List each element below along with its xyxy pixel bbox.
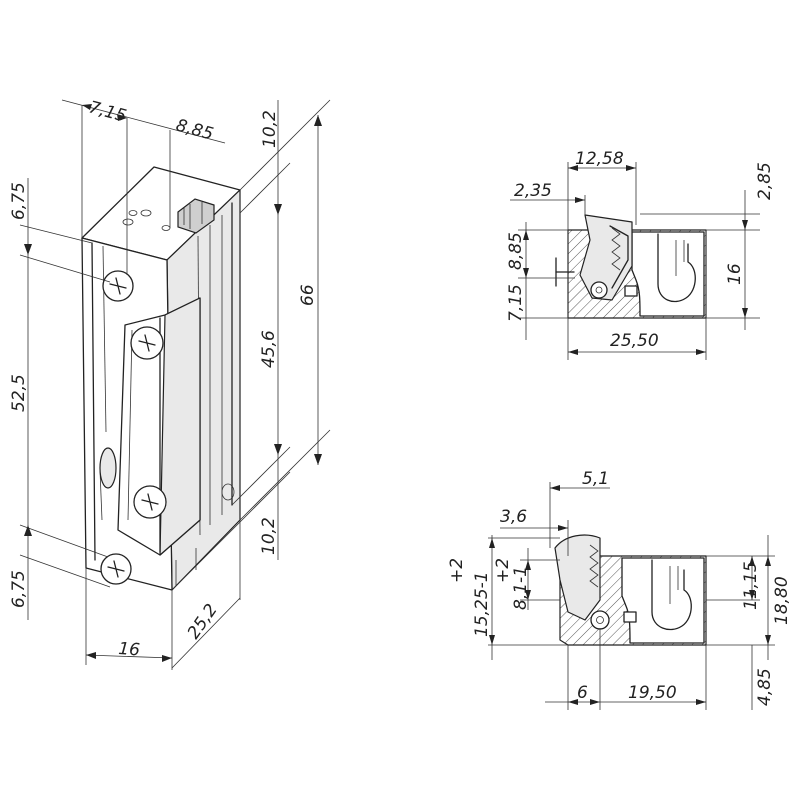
dim-25-50: 25,50	[610, 331, 659, 351]
main-view-dimensions	[19, 99, 331, 670]
dim-45-6: 45,6	[259, 330, 279, 368]
dim-2-85: 2,85	[755, 162, 775, 200]
screw-bottom-icon	[100, 553, 132, 585]
dim-8-85-section: 8,85	[506, 232, 526, 270]
dim-10-2-top: 10,2	[260, 110, 280, 148]
dim-11-15: 11,15	[741, 561, 761, 610]
dim-52-5: 52,5	[9, 374, 29, 412]
dim-16-width: 16	[118, 639, 141, 660]
dim-10-2-bottom: 10,2	[259, 517, 279, 555]
dim-8-1-tol: +2	[493, 558, 513, 583]
screw-latch-top-icon	[130, 326, 164, 360]
dim-4-85: 4,85	[755, 668, 775, 706]
dim-8-1: 8,1-1	[511, 566, 531, 610]
electric-strike-body	[81, 166, 241, 591]
dim-8-85: 8,85	[174, 116, 216, 145]
dim-25-2: 25,2	[184, 600, 222, 642]
dim-6: 6	[577, 683, 588, 703]
section-view-top	[510, 162, 760, 360]
screw-latch-bottom-icon	[133, 485, 167, 519]
section-view-bottom	[488, 482, 775, 710]
dim-6-75-top: 6,75	[9, 182, 29, 220]
dim-6-75-bottom: 6,75	[9, 570, 29, 608]
dim-7-15: 7,15	[87, 98, 129, 127]
dim-2-35: 2,35	[514, 181, 552, 201]
dim-16-section: 16	[725, 263, 745, 285]
dim-15-25: 15,25-1	[472, 571, 492, 637]
dim-18-80: 18,80	[772, 576, 792, 625]
screw-top-icon	[102, 270, 134, 302]
dim-3-6: 3,6	[500, 507, 527, 527]
dim-5-1: 5,1	[582, 469, 609, 489]
dim-19-50: 19,50	[628, 683, 677, 703]
dim-7-15-section: 7,15	[506, 284, 526, 322]
dim-15-25-tol: +2	[447, 558, 467, 583]
dim-12-58: 12,58	[575, 149, 624, 169]
dim-66: 66	[298, 284, 318, 306]
latch-cylinder	[99, 447, 117, 489]
